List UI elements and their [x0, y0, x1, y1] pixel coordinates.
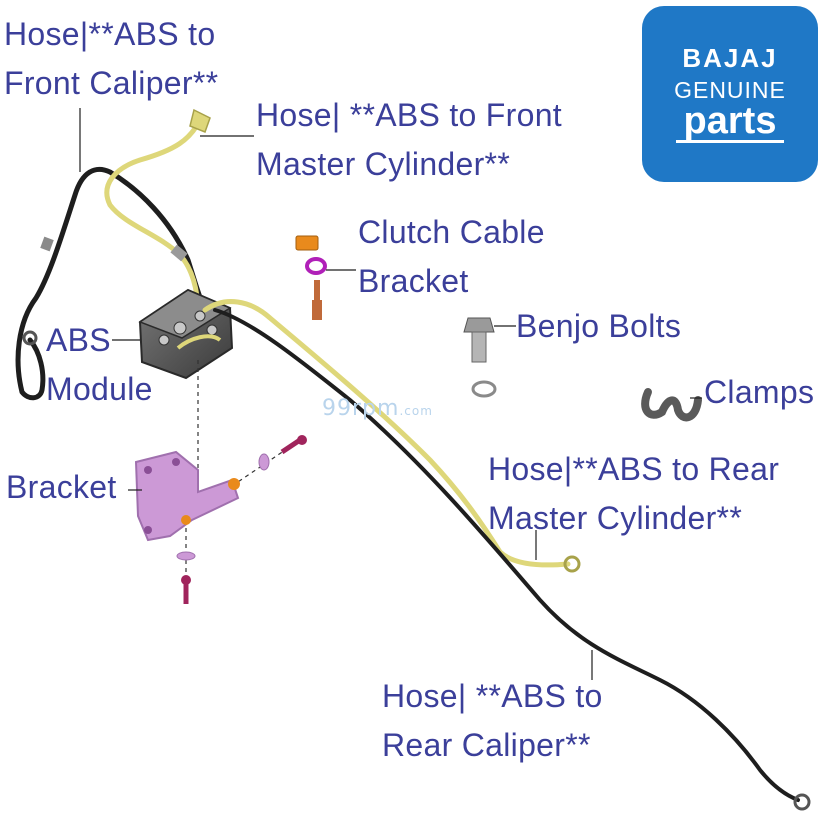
watermark: 99rpm.com [322, 396, 433, 421]
logo-brand: BAJAJ [682, 43, 778, 73]
leader-lines [79, 108, 702, 680]
clamp-part [641, 388, 702, 422]
bracket-part [134, 435, 307, 604]
label-clamps: Clamps [704, 374, 815, 410]
hose-rear-master [176, 299, 581, 573]
label-hose-abs-rear-master: Hose|**ABS to Rear Master Cylinder** [488, 451, 780, 536]
bajaj-genuine-parts-logo: BAJAJ GENUINE parts [642, 6, 818, 182]
hose-rear-caliper [213, 308, 811, 811]
logo-genuine: GENUINE [674, 77, 786, 103]
label-hose-abs-front-caliper: Hose|**ABS to Front Caliper** [4, 16, 219, 101]
label-hose-abs-rear-caliper: Hose| **ABS to Rear Caliper** [382, 678, 603, 763]
label-benjo-bolts: Benjo Bolts [516, 308, 682, 344]
hose-front-master [104, 108, 211, 315]
label-abs-module: ABS Module [46, 322, 153, 407]
abs-module-part [138, 288, 234, 380]
label-hose-abs-front-master: Hose| **ABS to Front Master Cylinder** [256, 97, 562, 182]
clutch-cable-bracket-part [295, 235, 327, 320]
label-bracket: Bracket [6, 469, 117, 505]
benjo-bolt-part [463, 317, 497, 398]
label-clutch-cable-bracket: Clutch Cable Bracket [358, 214, 545, 299]
logo-underline [676, 140, 784, 143]
logo-parts: parts [683, 100, 777, 142]
